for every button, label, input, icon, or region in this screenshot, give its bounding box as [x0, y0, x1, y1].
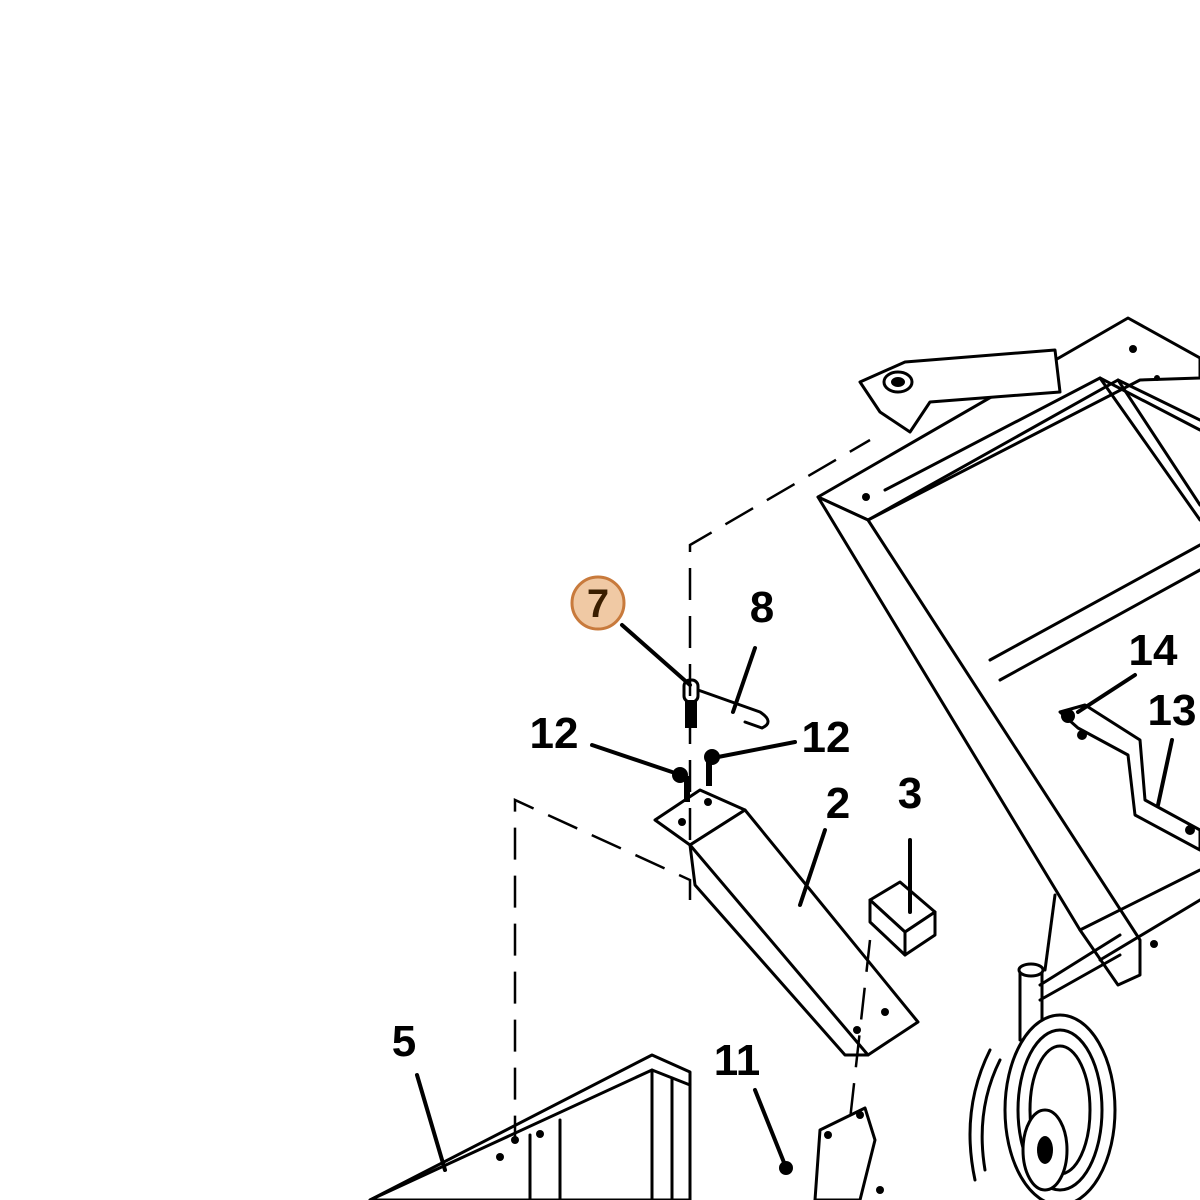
callout-3: 3 [898, 769, 922, 818]
part-2-arm [653, 788, 920, 1057]
callout-12-left: 12 [530, 709, 579, 758]
wheel-assembly [968, 893, 1122, 1200]
part-5-frame [368, 1053, 692, 1200]
assembly-lines [513, 438, 872, 1140]
callout-13: 13 [1148, 686, 1197, 735]
callout-8: 8 [750, 583, 774, 632]
main-frame [816, 316, 1200, 987]
leader-lines [415, 623, 1174, 1172]
lower-bracket [813, 1106, 884, 1200]
linkage-rod [1058, 703, 1200, 852]
hardware [672, 678, 793, 1175]
callout-12-right: 12 [802, 713, 851, 762]
callout-2: 2 [826, 779, 850, 828]
callout-5: 5 [392, 1017, 416, 1066]
part-3-block [868, 880, 937, 957]
callout-7-badge[interactable]: 7 [570, 575, 626, 631]
callout-11: 11 [714, 1036, 761, 1085]
callout-7: 7 [587, 582, 609, 626]
callout-7-highlight [570, 575, 626, 631]
callout-14: 14 [1129, 626, 1178, 675]
